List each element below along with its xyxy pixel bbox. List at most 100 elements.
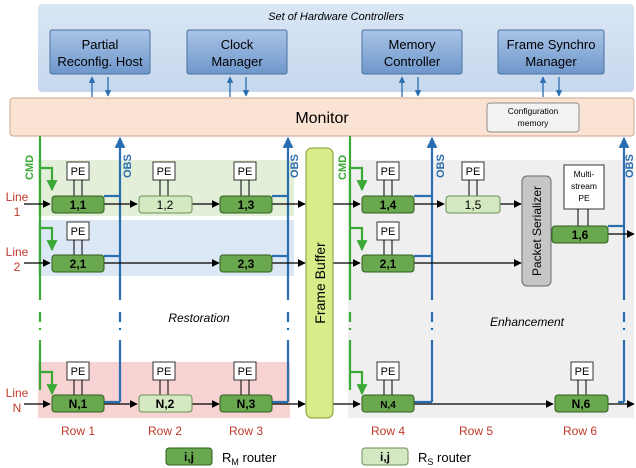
svg-text:N,4: N,4 [380,400,396,411]
monitor-label: Monitor [295,110,349,127]
router-rs: 1,5 [445,195,501,214]
svg-text:Manager: Manager [525,54,577,69]
cmd-label-right: CMD [337,155,349,180]
frame-buffer: Frame Buffer [305,147,334,419]
svg-text:RM router: RM router [222,450,277,467]
line1-label-a: Line [6,190,29,204]
line2-label-a: Line [6,245,29,259]
pe-box: PE [152,361,176,395]
hw-title: Set of Hardware Controllers [268,11,404,23]
legend: i,j RM router i,j RS router [165,447,472,467]
svg-text:2,1: 2,1 [70,257,87,271]
pe-box: PE [233,361,257,395]
svg-text:Memory: Memory [389,37,436,52]
svg-text:N,6: N,6 [572,397,591,411]
line1-label-b: 1 [14,205,21,219]
svg-text:Row 2: Row 2 [148,424,182,438]
svg-text:RS router: RS router [418,450,472,467]
svg-text:N,3: N,3 [237,397,256,411]
svg-text:Clock: Clock [221,37,254,52]
svg-text:Frame Synchro: Frame Synchro [507,37,596,52]
obs-label-left-1: OBS [122,154,134,178]
router-rs: N,2 [138,394,193,413]
svg-text:1,6: 1,6 [572,228,589,242]
obs-lines [104,136,630,404]
obs-label-left-2: OBS [289,154,301,178]
pe-box: PE [376,361,400,395]
svg-text:Frame Buffer: Frame Buffer [312,242,328,324]
packet-serializer: Packet Serializer [521,175,552,287]
svg-text:Row 4: Row 4 [371,424,405,438]
svg-text:2,3: 2,3 [238,257,255,271]
controller-memory-controller: Memory Controller [361,29,463,75]
router-rs: 1,2 [138,195,193,214]
cmd-lines-right [348,136,368,396]
obs-label-right-2: OBS [624,154,636,178]
svg-text:1,4: 1,4 [380,198,397,212]
pe-box: PE [66,161,90,196]
row-labels: Row 1 Row 2 Row 3 Row 4 Row 5 Row 6 [61,424,597,438]
svg-text:Manager: Manager [211,54,263,69]
line2-label-b: 2 [14,260,21,274]
router-rm: N,6 [554,394,609,413]
multi-stream-pe: Multi- stream PE [563,164,605,226]
configuration-memory: Configuration memory [486,102,580,133]
svg-text:PE: PE [381,366,396,378]
monitor-box [9,97,635,137]
svg-text:PE: PE [381,226,396,238]
router-rm: N,1 [51,394,105,413]
signal-labels: CMD OBS OBS CMD OBS OBS [24,154,636,180]
routers: 1,1 1,2 1,3 1,4 1,5 1,6 2,1 2,3 2,1 N,1 … [51,195,609,413]
lineN-label-b: N [13,401,22,415]
svg-text:PE: PE [238,366,253,378]
svg-text:memory: memory [518,118,549,128]
router-rm: 2,3 [219,254,273,273]
controller-partial-reconfig-host: Partial Reconfig. Host [49,29,151,75]
line-labels: Line 1 Line 2 Line N [6,190,29,415]
svg-text:Reconfig. Host: Reconfig. Host [57,54,143,69]
svg-text:Configuration: Configuration [508,106,559,116]
lineN-label-a: Line [6,386,29,400]
router-rm: 2,1 [51,254,105,273]
svg-text:PE: PE [71,366,86,378]
router-rm: 1,1 [51,195,105,214]
svg-text:PE: PE [71,166,86,178]
svg-text:Multi-: Multi- [574,169,595,179]
pe-box: PE [233,161,257,196]
pe-box: PE [66,361,90,395]
router-rm: N,4 [361,394,415,413]
controller-links [88,76,563,97]
svg-text:1,3: 1,3 [238,198,255,212]
legend-rs: i,j RS router [361,447,472,467]
controller-frame-synchro-manager: Frame Synchro Manager [497,29,605,75]
cmd-label-left: CMD [24,155,36,180]
svg-text:PE: PE [71,226,86,238]
svg-text:PE: PE [238,166,253,178]
data-paths [24,200,635,408]
cmd-lines-left [38,136,58,396]
svg-text:Row 6: Row 6 [563,424,597,438]
pe-box: PE [376,161,400,196]
svg-text:2,1: 2,1 [380,257,397,271]
pe-box: PE [570,361,594,395]
pe-box: PE [66,221,90,255]
svg-text:Packet Serializer: Packet Serializer [530,186,544,276]
svg-text:PE: PE [578,193,590,203]
svg-text:Partial: Partial [82,37,119,52]
svg-text:1,1: 1,1 [70,198,87,212]
router-rm: 1,4 [361,195,415,214]
svg-text:i,j: i,j [184,450,194,464]
svg-text:PE: PE [157,366,172,378]
svg-text:stream: stream [571,181,597,191]
svg-text:N,2: N,2 [156,397,175,411]
pe-box: PE [152,161,176,196]
controller-clock-manager: Clock Manager [186,29,288,75]
svg-text:PE: PE [575,366,590,378]
svg-text:PE: PE [466,166,481,178]
pe-boxes: PE PE PE PE PE PE PE [66,161,594,395]
svg-text:Row 1: Row 1 [61,424,95,438]
router-rm: 1,6 [551,225,609,244]
svg-text:1,2: 1,2 [157,198,174,212]
